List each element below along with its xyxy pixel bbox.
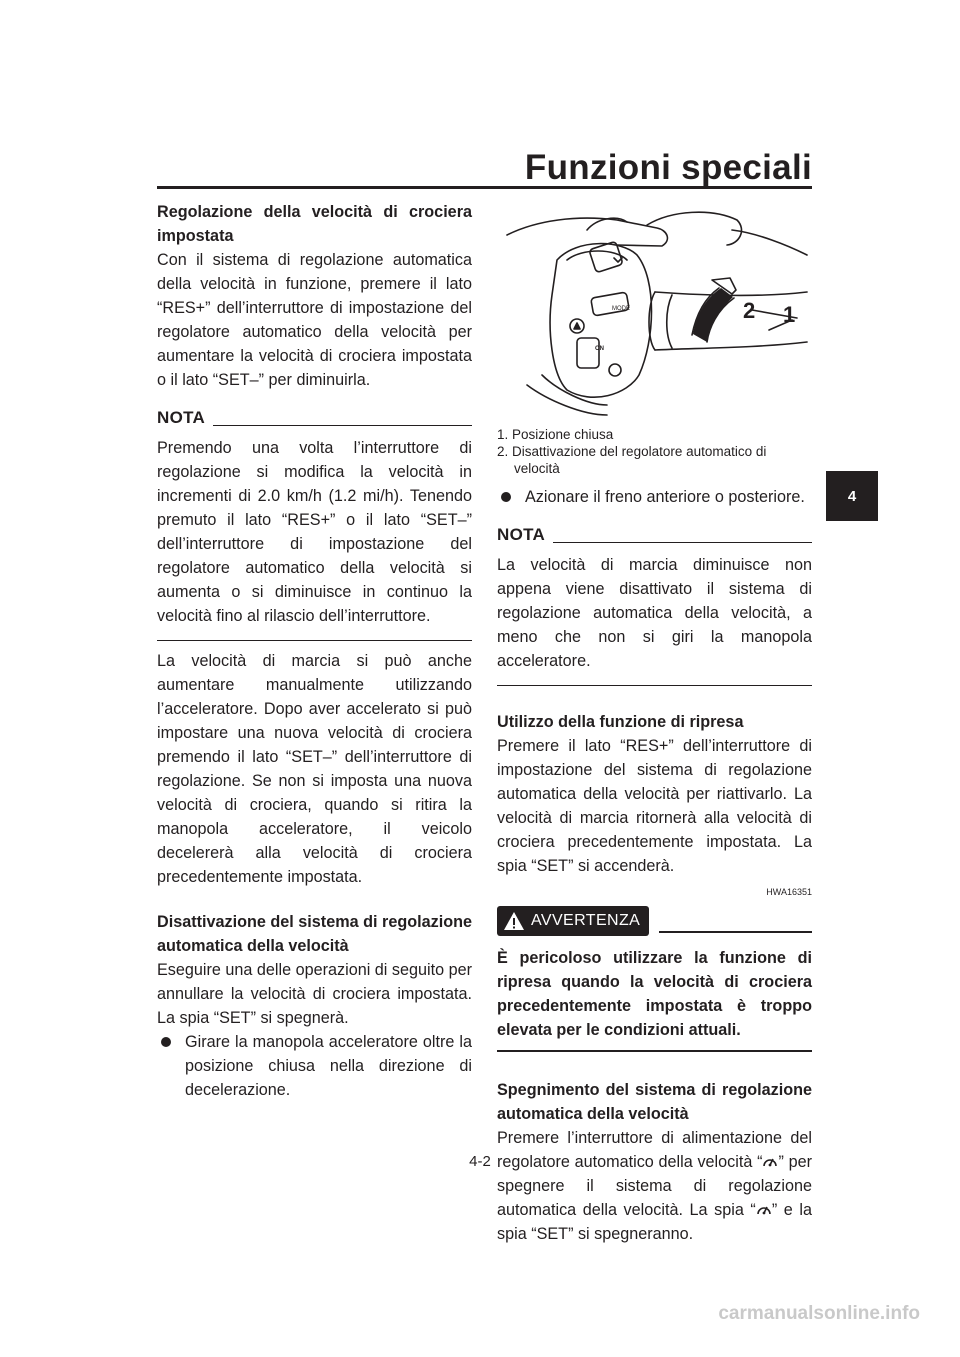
cruise-control-icon xyxy=(757,1206,771,1215)
bullet-icon xyxy=(161,1037,171,1047)
handlebar-switch-illustration: MODE ON 2 1 xyxy=(506,211,808,416)
section-heading-adjust-speed: Regolazione della velocità di crociera i… xyxy=(157,203,472,245)
warning-code: HWA16351 xyxy=(766,887,812,897)
bullet-text: Azionare il freno anteriore o posteriore… xyxy=(525,488,805,506)
bullet-text: Girare la manopola acceleratore oltre la… xyxy=(185,1033,472,1099)
callout-1: 1 xyxy=(783,302,795,327)
bullet-item: Girare la manopola acceleratore oltre la… xyxy=(157,1030,472,1102)
caption-2: 2. Disattivazione del regolatore automat… xyxy=(497,444,767,476)
paragraph-resume: Premere il lato “RES+” dell’interruttore… xyxy=(497,737,812,875)
handlebar-switch-figure: MODE ON 2 1 xyxy=(497,200,812,420)
note-rule xyxy=(213,425,472,426)
note-block-2: NOTA La velocità di marcia diminuisce no… xyxy=(497,523,812,686)
caption-1: 1. Posizione chiusa xyxy=(497,427,614,442)
note-block-1: NOTA Premendo una volta l’interruttore d… xyxy=(157,406,472,641)
note-label: NOTA xyxy=(157,408,206,427)
note-end-rule xyxy=(157,640,472,641)
warning-rule xyxy=(659,931,812,933)
text-segment: Premere l’interruttore di alimentazione … xyxy=(497,1129,812,1171)
warning-end-rule xyxy=(497,1050,812,1052)
callout-2: 2 xyxy=(743,298,755,323)
warning-header: AVVERTENZA xyxy=(497,906,812,936)
warning-label: AVVERTENZA xyxy=(531,912,641,929)
header-rule xyxy=(157,186,812,189)
text-segment: ” e la spia “SET” si spegneranno. xyxy=(497,1201,812,1243)
paragraph-adjust-speed: Con il sistema di regolazione automatica… xyxy=(157,251,472,389)
note-body: La velocità di marcia diminuisce non app… xyxy=(497,556,812,670)
note-rule xyxy=(553,542,812,543)
text-segment: ” per spegnere il sistema di regolazione… xyxy=(497,1153,812,1219)
switch-label-on: ON xyxy=(595,346,604,352)
warning-body: È pericoloso utilizzare la funzione di r… xyxy=(497,949,812,1039)
note-body: Premendo una volta l’interruttore di reg… xyxy=(157,439,472,625)
chapter-tab: 4 xyxy=(826,471,878,521)
warning-badge: AVVERTENZA xyxy=(497,906,650,936)
note-label: NOTA xyxy=(497,525,546,544)
paragraph-power-off: Premere l’interruttore di alimentazione … xyxy=(497,1126,812,1246)
figure-captions: 1. Posizione chiusa 2. Disattivazione de… xyxy=(497,426,812,477)
paragraph-deactivate: Eseguire una delle operazioni di seguito… xyxy=(157,961,472,1027)
watermark: carmanualsonline.info xyxy=(718,1303,920,1324)
switch-label-mode: MODE xyxy=(612,306,630,312)
bullet-item: Azionare il freno anteriore o posteriore… xyxy=(497,485,812,509)
page-header-title: Funzioni speciali xyxy=(524,148,812,187)
cruise-control-icon xyxy=(763,1158,778,1167)
paragraph-manual-accel: La velocità di marcia si può anche aumen… xyxy=(157,652,472,886)
section-heading-deactivate: Disattivazione del sistema di regolazion… xyxy=(157,913,472,955)
note-end-rule xyxy=(497,685,812,686)
warning-triangle-icon xyxy=(504,912,524,930)
bullet-icon xyxy=(501,492,511,502)
page-number: 4-2 xyxy=(469,1153,491,1170)
section-heading-resume: Utilizzo della funzione di ripresa xyxy=(497,713,744,731)
left-column: Regolazione della velocità di crociera i… xyxy=(157,200,472,1102)
right-column: MODE ON 2 1 1. Posizione chiusa 2. Disat… xyxy=(497,200,812,1246)
section-heading-power-off: Spegnimento del sistema di regolazione a… xyxy=(497,1081,812,1123)
